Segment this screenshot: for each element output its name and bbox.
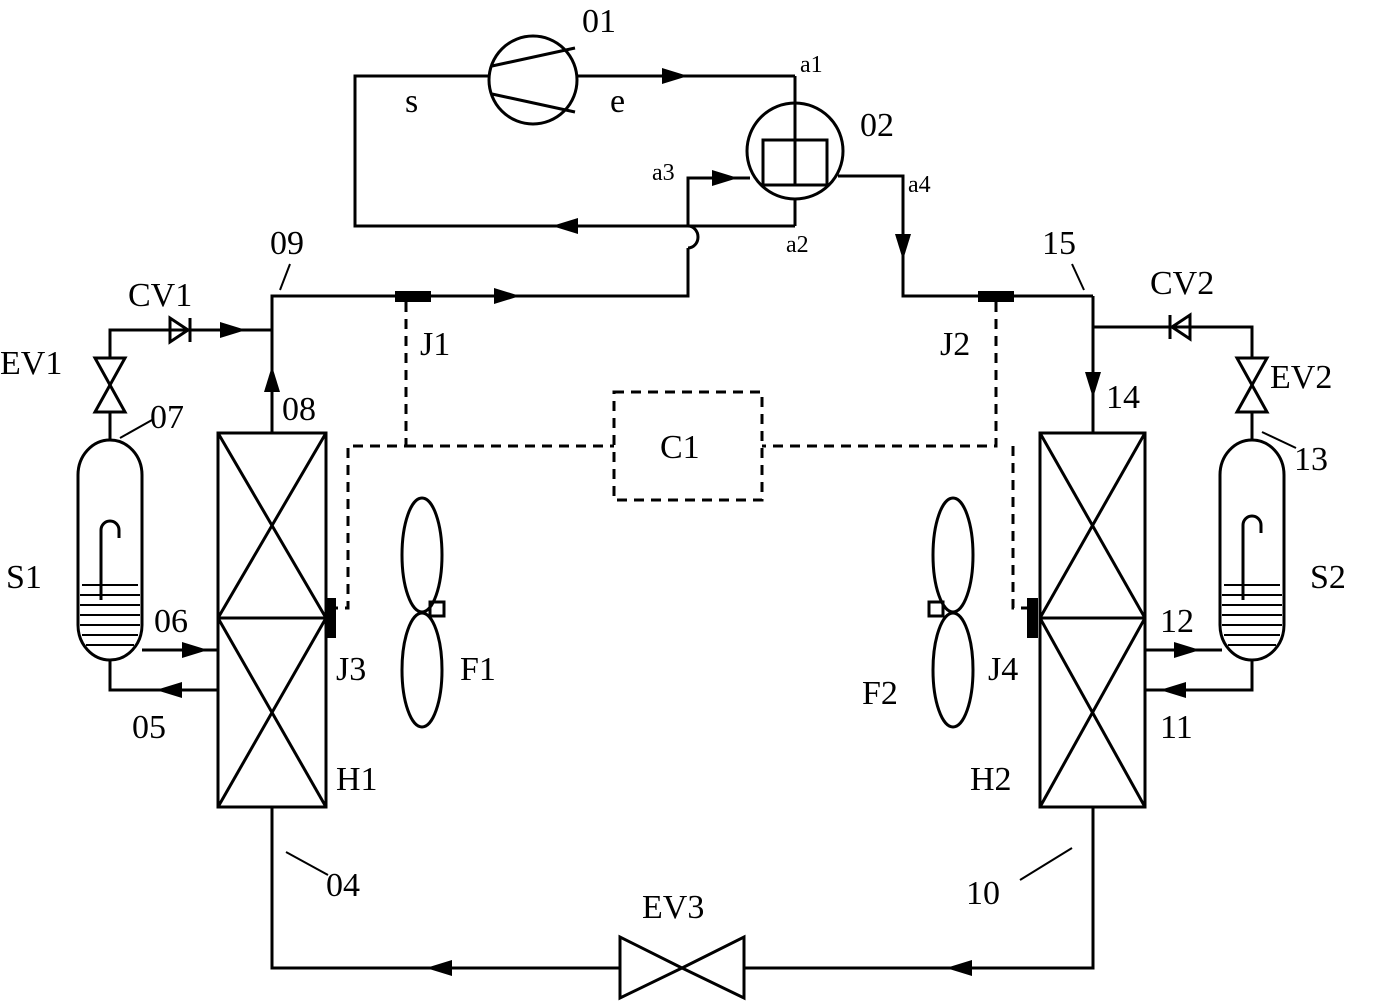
- fan-f2: [927, 496, 975, 729]
- label-11: 11: [1160, 709, 1193, 746]
- arrow-05: [156, 682, 182, 698]
- label-10: 10: [966, 875, 1000, 912]
- label-j1: J1: [420, 326, 450, 363]
- fan-f1: [400, 496, 446, 729]
- label-05: 05: [132, 709, 166, 746]
- crossover-hump: [687, 224, 700, 250]
- arrow-10: [946, 960, 972, 976]
- solenoid-valve-ev1: [92, 356, 128, 414]
- compressor: [487, 34, 579, 126]
- leader-15: [1071, 263, 1085, 291]
- label-f2: F2: [862, 675, 898, 712]
- separator-s2: [1218, 438, 1286, 662]
- label-ev1: EV1: [0, 345, 62, 382]
- label-j4: J4: [988, 651, 1018, 688]
- label-s1: S1: [6, 559, 42, 596]
- signal-j1-j3: [333, 302, 408, 610]
- leader-10: [1019, 847, 1073, 881]
- sensor-j4: [1027, 598, 1038, 638]
- pipe-a3: [527, 248, 690, 298]
- label-a4: a4: [908, 172, 931, 198]
- pipe-a3-top: [686, 176, 750, 226]
- arrow-11: [1160, 682, 1186, 698]
- expansion-valve-ev3: [618, 934, 746, 1001]
- label-09: 09: [270, 225, 304, 262]
- four-way-valve: [745, 76, 845, 226]
- leader-07: [119, 419, 153, 439]
- label-a1: a1: [800, 52, 823, 78]
- label-cv1: CV1: [128, 277, 192, 314]
- signal-j4: [1011, 446, 1030, 610]
- label-h2: H2: [970, 761, 1012, 798]
- label-06: 06: [154, 603, 188, 640]
- label-f1: F1: [460, 651, 496, 688]
- label-a2: a2: [786, 232, 809, 258]
- label-01: 01: [582, 3, 616, 40]
- label-07: 07: [150, 399, 184, 436]
- label-j3: J3: [336, 651, 366, 688]
- check-valve-cv2: [1168, 312, 1192, 342]
- check-valve-cv1: [168, 315, 192, 345]
- label-e: e: [610, 83, 625, 120]
- pipe-04: [270, 807, 620, 970]
- pipe-11: [1145, 660, 1254, 692]
- leader-09: [279, 263, 291, 291]
- sensor-j2: [978, 291, 1014, 302]
- label-cv2: CV2: [1150, 265, 1214, 302]
- label-ev3: EV3: [642, 889, 704, 926]
- arrow-a3: [712, 170, 738, 186]
- arrow-suction: [552, 218, 578, 234]
- arrow-09: [494, 288, 520, 304]
- sensor-j3: [325, 598, 336, 638]
- leader-13: [1261, 431, 1297, 449]
- pipe-05: [108, 660, 218, 692]
- pipe-10: [744, 807, 1095, 970]
- label-h1: H1: [336, 761, 378, 798]
- label-c1: C1: [660, 429, 700, 466]
- arrow-08: [264, 366, 280, 392]
- arrow-discharge: [662, 68, 688, 84]
- label-14: 14: [1106, 379, 1140, 416]
- label-04: 04: [326, 867, 360, 904]
- signal-j2: [762, 302, 998, 448]
- label-13: 13: [1294, 441, 1328, 478]
- arrow-14: [1085, 372, 1101, 398]
- separator-s1: [76, 438, 144, 662]
- sensor-j1: [395, 291, 431, 302]
- arrow-cv1: [220, 322, 246, 338]
- label-s2: S2: [1310, 559, 1346, 596]
- arrow-06: [182, 642, 208, 658]
- label-15: 15: [1042, 225, 1076, 262]
- pipe-cv2: [1093, 325, 1254, 358]
- label-ev2: EV2: [1270, 359, 1332, 396]
- arrow-04: [426, 960, 452, 976]
- solenoid-valve-ev2: [1234, 356, 1270, 414]
- heat-exchanger-h2: [1038, 431, 1147, 809]
- label-a3: a3: [652, 160, 675, 186]
- label-02: 02: [860, 107, 894, 144]
- arrow-a4: [895, 234, 911, 260]
- label-s: s: [405, 83, 418, 120]
- heat-exchanger-h1: [216, 431, 328, 809]
- label-12: 12: [1160, 603, 1194, 640]
- label-j2: J2: [940, 326, 970, 363]
- leader-04: [285, 851, 329, 876]
- arrow-12: [1174, 642, 1200, 658]
- pipe-cv1: [108, 328, 272, 358]
- suction-pipe: [353, 74, 795, 228]
- label-08: 08: [282, 391, 316, 428]
- controller-c1: [612, 390, 764, 502]
